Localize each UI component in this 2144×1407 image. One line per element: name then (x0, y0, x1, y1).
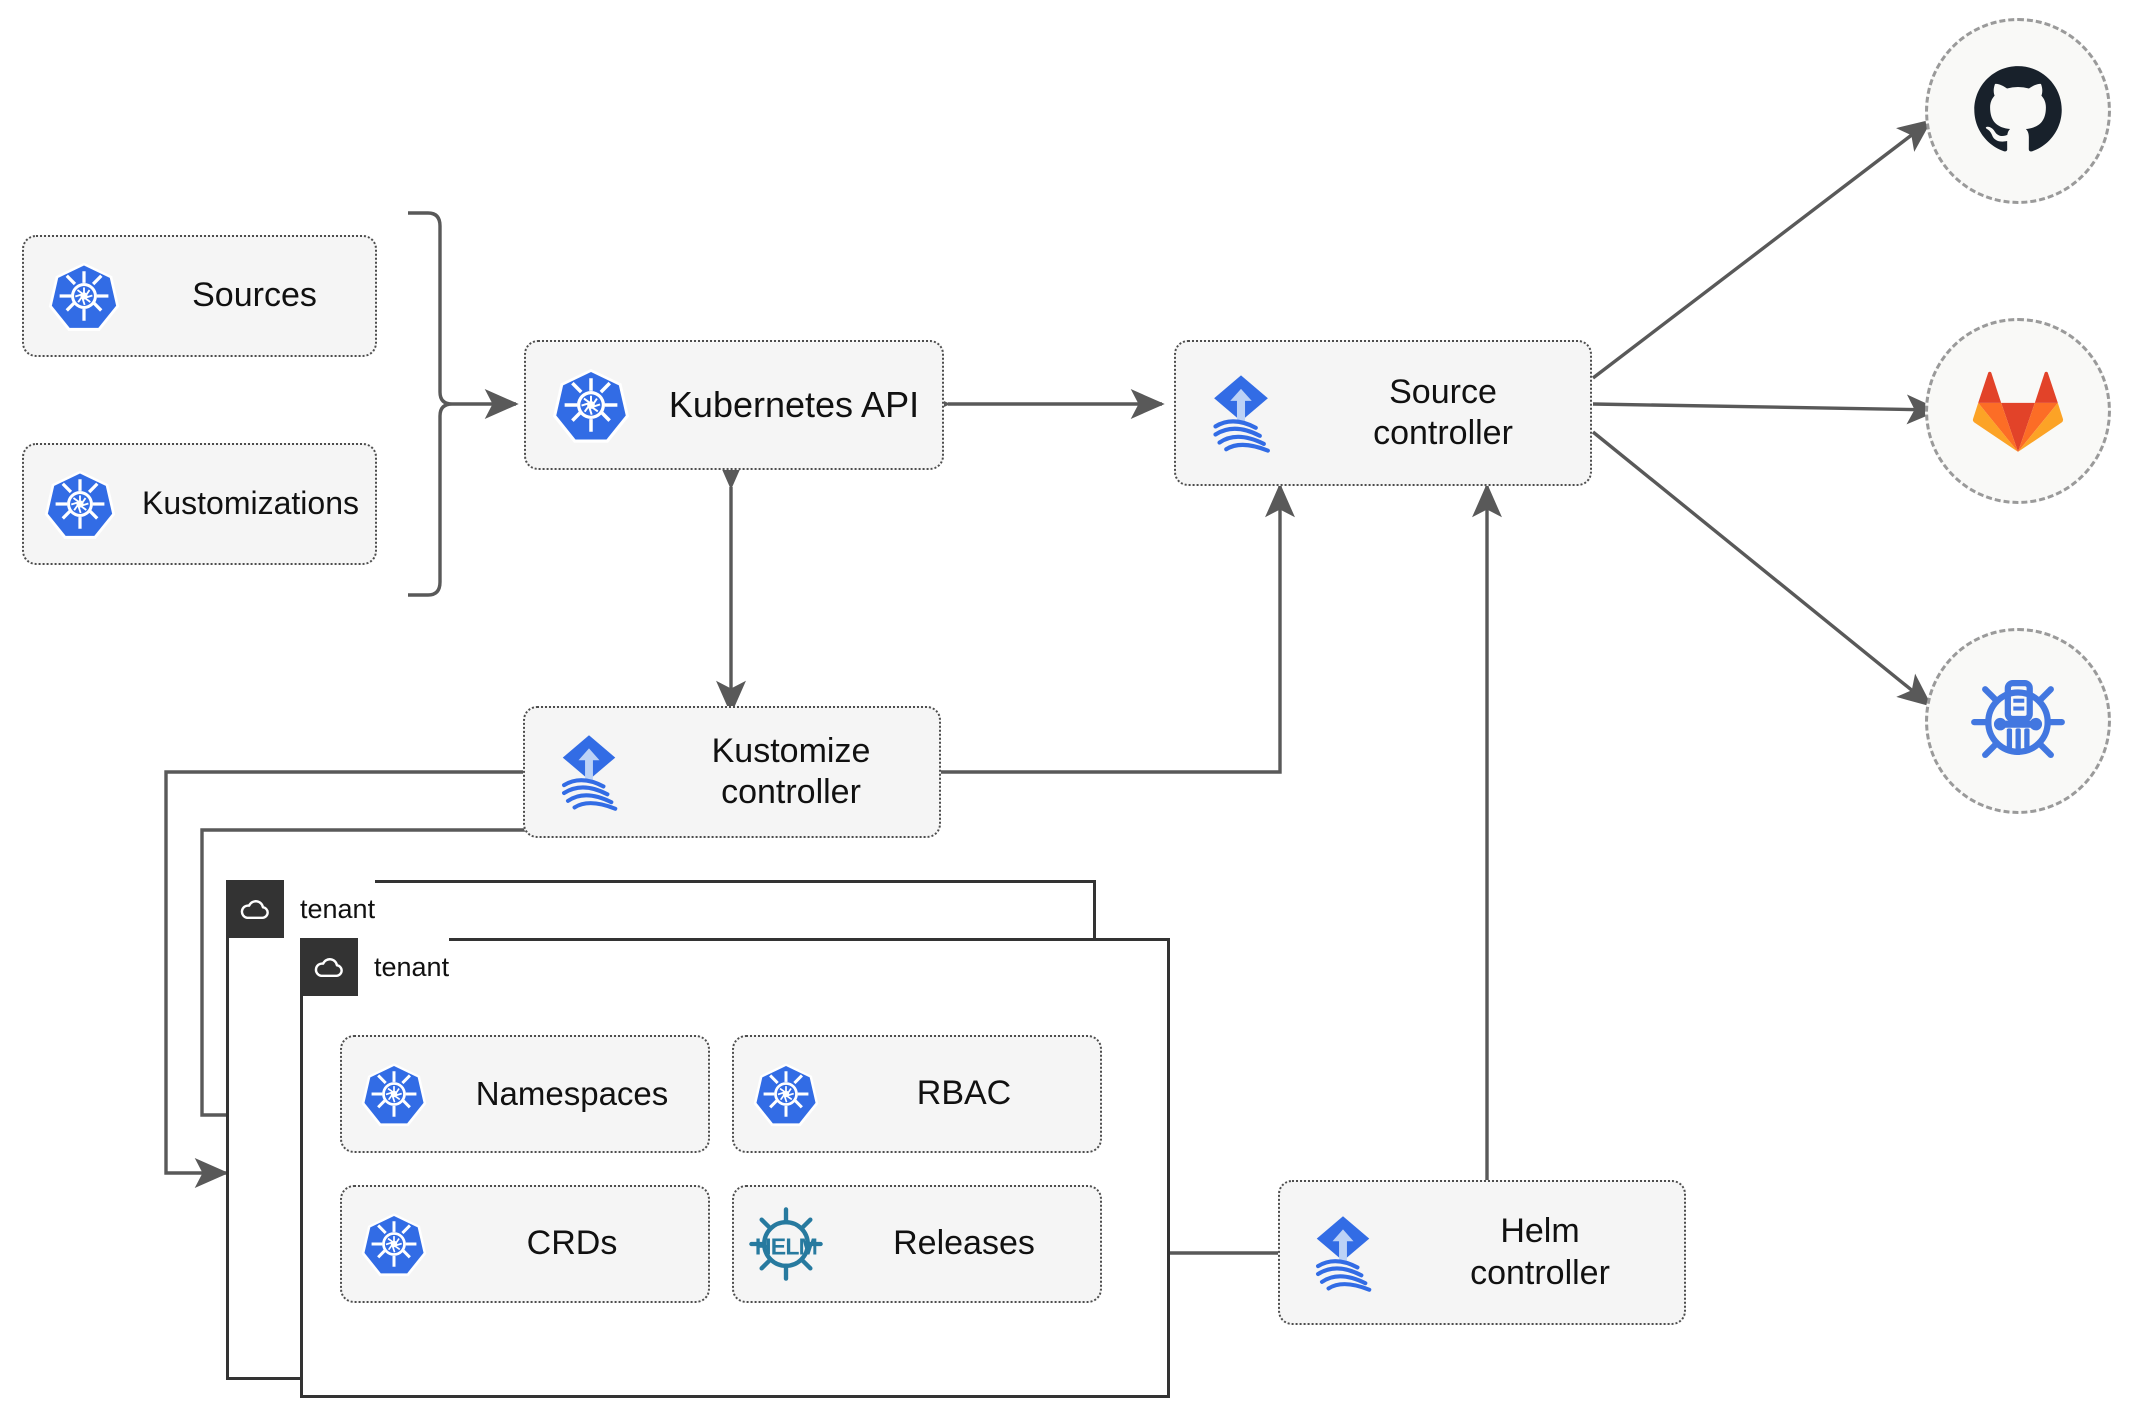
kubernetes-glyph (361, 1063, 427, 1127)
node-label: Namespaces (475, 1074, 669, 1112)
tenant-container-inner: tenant (300, 938, 1170, 1398)
kubernetes-glyph (553, 369, 629, 443)
flux-glyph (562, 735, 618, 811)
node-rbac[interactable]: RBAC (732, 1035, 1102, 1153)
edge-kustomize-to-source (940, 483, 1295, 774)
helm-icon: HELM (734, 1203, 838, 1285)
node-source-controller[interactable]: Source controller (1174, 340, 1592, 486)
kubernetes-icon (526, 365, 656, 445)
node-sources[interactable]: Sources (22, 235, 377, 357)
node-label: Sources (192, 276, 317, 315)
svg-text:HELM: HELM (755, 1233, 817, 1259)
tenant-label-outer: tenant (300, 893, 376, 924)
bracket-sources-kustomizations (408, 211, 453, 597)
github-icon (1972, 63, 2064, 160)
edge-source-to-github (1591, 119, 1933, 380)
node-kubernetes-api[interactable]: Kubernetes API (524, 340, 944, 470)
gitlab-glyph (1972, 371, 2064, 452)
tenant-header-outer: tenant (226, 880, 376, 938)
node-label: Kustomize controller (711, 731, 871, 811)
kubernetes-icon (24, 467, 136, 541)
flux-icon (525, 730, 653, 814)
kubernetes-glyph (48, 262, 120, 331)
kubernetes-icon (24, 259, 144, 333)
kubernetes-glyph (361, 1213, 427, 1277)
github-glyph (1974, 65, 2062, 151)
node-label: Kubernetes API (668, 384, 920, 426)
chart-repository-glyph (1971, 679, 2065, 758)
flux-glyph (1316, 1215, 1372, 1292)
edge-source-to-gitlab (1592, 394, 1941, 425)
endpoint-gitlab[interactable] (1925, 318, 2111, 504)
node-kustomizations[interactable]: Kustomizations (22, 443, 377, 565)
edge-source-to-chartrepo (1591, 430, 1933, 707)
tenant-label-inner: tenant (374, 951, 450, 982)
tenant-header-inner: tenant (300, 938, 450, 996)
kubernetes-glyph (44, 470, 116, 539)
node-helm-controller[interactable]: Helm controller (1278, 1180, 1686, 1325)
node-label: Source controller (1373, 372, 1513, 452)
gitlab-icon (1969, 363, 2067, 460)
flux-icon (1280, 1211, 1406, 1295)
kubernetes-glyph (753, 1063, 819, 1127)
node-label: Kustomizations (142, 485, 359, 522)
node-releases[interactable]: HELM Releases (732, 1185, 1102, 1303)
endpoint-github[interactable] (1925, 18, 2111, 204)
node-label: RBAC (916, 1074, 1012, 1113)
node-label: Releases (893, 1224, 1035, 1263)
node-label: CRDs (526, 1224, 618, 1263)
kubernetes-icon (342, 1060, 446, 1128)
node-kustomize-controller[interactable]: Kustomize controller (523, 706, 941, 838)
node-label: Helm controller (1470, 1212, 1610, 1292)
kubernetes-icon (734, 1060, 838, 1128)
flux-icon (1176, 370, 1306, 456)
kubernetes-icon (342, 1210, 446, 1278)
cloud-icon (226, 880, 284, 938)
cloud-icon (300, 938, 358, 996)
endpoint-chart-repository[interactable] (1925, 628, 2111, 814)
node-crds[interactable]: CRDs (340, 1185, 710, 1303)
helm-chart-repository-icon (1968, 669, 2068, 774)
helm-glyph: HELM (749, 1207, 823, 1281)
node-namespaces[interactable]: Namespaces (340, 1035, 710, 1153)
flux-glyph (1213, 375, 1270, 453)
